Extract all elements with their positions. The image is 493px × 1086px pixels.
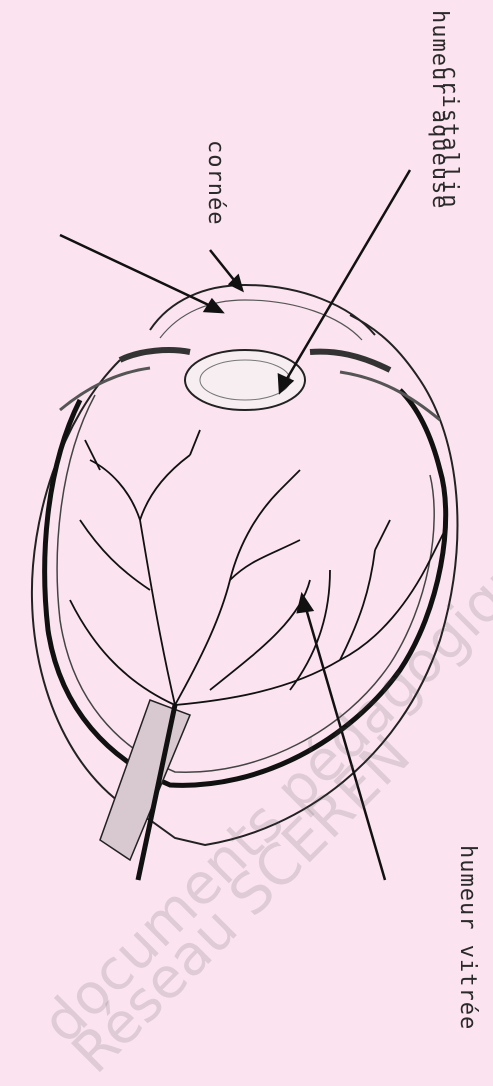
arrow-humeur-aqueuse xyxy=(60,235,215,308)
label-cristallin: cristallin xyxy=(437,66,462,208)
eye-diagram: humeur aqueuse cornée cristallin humeur … xyxy=(0,0,493,1034)
iris-left xyxy=(120,350,190,360)
cornea-inner xyxy=(160,300,362,340)
label-humeur-vitree: humeur vitrée xyxy=(455,845,480,1030)
ciliary-left xyxy=(60,368,150,410)
ciliary-right xyxy=(340,372,440,420)
arrow-cristallin xyxy=(285,170,410,382)
iris-right xyxy=(310,352,390,370)
label-cornee: cornée xyxy=(203,140,228,225)
